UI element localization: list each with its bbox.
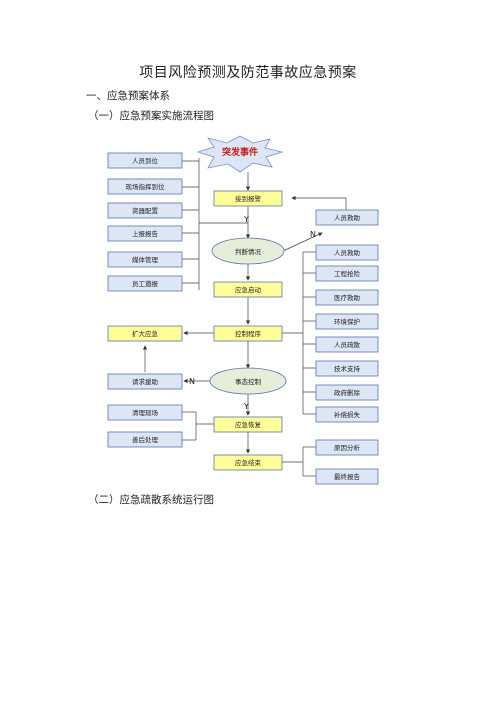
- subsection-heading-evacuation: （二）应急疏散系统运行图: [88, 494, 214, 506]
- alarm-box-label: 接到报警: [235, 194, 262, 203]
- left-box-label: 资器配置: [132, 206, 159, 215]
- expand-box-label: 扩大应急: [132, 329, 159, 338]
- subsection-heading-flow: （一）应急预案实施流程图: [88, 110, 214, 122]
- judge-ellipse-label: 判断情况: [235, 247, 262, 256]
- left-box-label: 善后处理: [132, 435, 159, 444]
- accident-control-label: 事态控制: [235, 377, 262, 386]
- right-box-label: 环境保护: [334, 317, 360, 326]
- left-box-label: 人员到位: [132, 156, 159, 165]
- yes-label: Y: [243, 215, 249, 224]
- left-bottom-column: 扩大应急 请求援助 清理现场 善后处理: [107, 325, 183, 448]
- event-starburst: [196, 135, 284, 173]
- no-label: N: [310, 230, 316, 239]
- left-box-label: 上报报告: [132, 229, 159, 238]
- right-box-label: 人员疏散: [334, 340, 361, 349]
- center-column: 接到报警 判断情况 应急启动 控制程序 事态控制 应急恢复 应急结束: [209, 190, 287, 471]
- right-box-label: 政府删除: [334, 388, 361, 397]
- right-top-label: 人员救助: [334, 213, 361, 222]
- right-column: 人员救助 人员救助 工程抢险 医疗救助 环境保护 人员疏散 技术支持 政府删除 …: [315, 209, 379, 485]
- page-title: 项目风险预测及防范事故应急预案: [139, 65, 357, 81]
- no-label: N: [189, 377, 195, 386]
- launch-box-label: 应急启动: [235, 285, 262, 294]
- left-top-column: 人员到位 现场指挥到位 资器配置 上报报告 媒体管理 员工遴报: [107, 152, 183, 292]
- right-box-label: 补偿损失: [334, 410, 361, 419]
- right-box-label: 原因分析: [334, 443, 361, 452]
- left-box-label: 员工遴报: [132, 279, 159, 288]
- event-label: 突发事件: [222, 146, 258, 158]
- left-box-label: 清理现场: [132, 408, 159, 417]
- end-box-label: 应急结束: [235, 458, 262, 467]
- control-box-label: 控制程序: [235, 329, 262, 338]
- right-box-label: 人员救助: [334, 248, 361, 257]
- right-box-label: 医疗救助: [334, 293, 361, 302]
- right-box-label: 技术支持: [334, 364, 361, 373]
- left-box-label: 现场指挥到位: [126, 182, 166, 191]
- left-box-label: 媒体管理: [132, 255, 159, 264]
- connector-lines: [142, 158, 347, 477]
- yes-label: Y: [243, 402, 249, 411]
- request-aid-label: 请求援助: [132, 377, 159, 386]
- right-box-label: 最终报告: [334, 472, 361, 481]
- right-box-label: 工程抢险: [334, 269, 361, 278]
- section-heading: 一、应急预案体系: [86, 90, 170, 102]
- recovery-box-label: 应急恢复: [235, 420, 262, 429]
